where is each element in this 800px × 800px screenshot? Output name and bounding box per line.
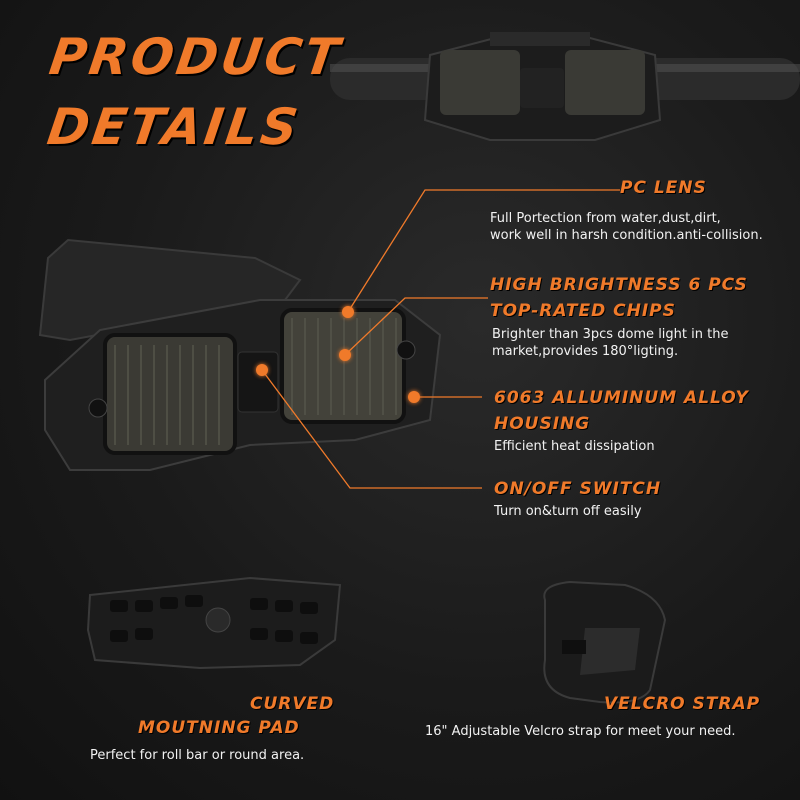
feature-switch-title: ON/OFF SWITCH [494, 479, 662, 499]
feature-chips-title-1: HIGH BRIGHTNESS 6 PCS [490, 275, 748, 295]
page-title-line2: DETAILS [43, 98, 305, 156]
mounting-pad-title-1: CURVED [250, 694, 335, 714]
feature-chips-desc-1: Brighter than 3pcs dome light in the [492, 327, 729, 342]
feature-housing-desc: Efficient heat dissipation [494, 439, 655, 454]
mounting-pad-title-2: MOUTNING PAD [138, 718, 300, 738]
feature-pc-lens-desc-2: work well in harsh condition.anti-collis… [490, 228, 763, 243]
feature-pc-lens-title: PC LENS [620, 178, 707, 198]
feature-chips-desc-2: market,provides 180°ligting. [492, 344, 679, 359]
feature-chips-title-2: TOP-RATED CHIPS [490, 301, 676, 321]
switch-marker [256, 364, 268, 376]
feature-housing-title-2: HOUSING [494, 414, 591, 434]
housing-marker [408, 391, 420, 403]
callout-lines [261, 189, 620, 489]
feature-pc-lens-desc-1: Full Portection from water,dust,dirt, [490, 211, 721, 226]
top-rollbar-image [330, 32, 800, 141]
main-light-image [38, 238, 442, 471]
mounting-pad-desc: Perfect for roll bar or round area. [90, 748, 305, 763]
page-title-line1: PRODUCT [45, 28, 346, 86]
chips-marker [339, 349, 351, 361]
velcro-strap-image [543, 580, 667, 704]
velcro-strap-desc: 16" Adjustable Velcro strap for meet you… [425, 724, 736, 739]
velcro-strap-title: VELCRO STRAP [604, 694, 761, 714]
feature-switch-desc: Turn on&turn off easily [494, 504, 642, 519]
feature-housing-title-1: 6063 ALLUMINUM ALLOY [494, 388, 749, 408]
pc-lens-marker [342, 306, 354, 318]
mounting-pad-image [86, 576, 342, 670]
